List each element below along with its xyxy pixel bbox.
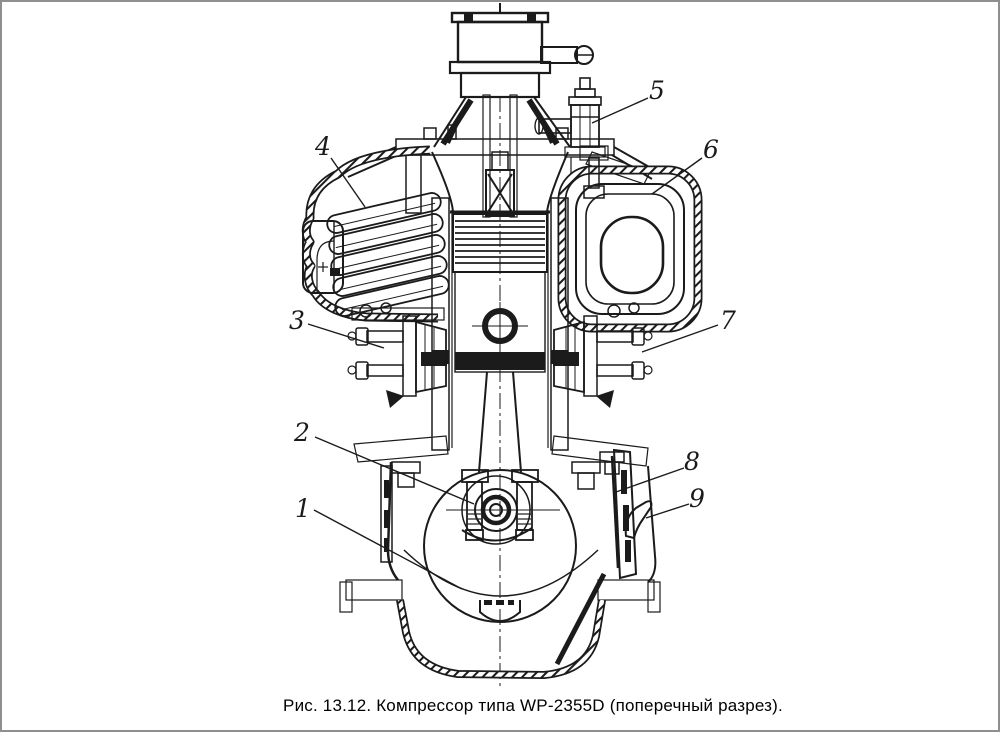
- crankcase: [353, 435, 657, 623]
- flow-arrows: [386, 390, 614, 408]
- valve-assembly-left: [347, 302, 447, 397]
- callout-2: 2: [293, 418, 310, 447]
- inlet-elbow: [302, 220, 344, 294]
- callout-8: 8: [684, 447, 700, 476]
- dipstick: [554, 572, 607, 666]
- connecting-rod-bolt-left: [461, 469, 489, 541]
- suction-valve-block: [485, 151, 515, 217]
- piston: [421, 213, 579, 473]
- oil-sump: [339, 572, 661, 679]
- callouts: 1 2 3 4 5 6 7 8 9: [289, 76, 736, 523]
- callout-5: 5: [649, 76, 665, 105]
- callout-9: 9: [689, 484, 705, 513]
- crankpin-bearing: [446, 475, 560, 545]
- connecting-rod-bolt-right: [511, 469, 539, 541]
- side-cover-left: [380, 465, 393, 563]
- callout-6: 6: [703, 135, 719, 164]
- leader-lines: [307, 97, 719, 590]
- callout-1: 1: [295, 494, 311, 523]
- figure-caption: Рис. 13.12. Компрессор типа WP-2355D (по…: [283, 696, 783, 715]
- suction-chamber: [557, 145, 703, 333]
- callout-3: 3: [289, 306, 305, 335]
- side-cover-right: [612, 448, 638, 580]
- side-fitting: [540, 45, 594, 65]
- callout-7: 7: [720, 306, 736, 335]
- wrist-pin: [472, 302, 528, 352]
- chamber-stud: [579, 145, 609, 199]
- callout-4: 4: [314, 132, 331, 161]
- air-filter-canister: [448, 11, 594, 99]
- oil-filler-lever: [624, 500, 653, 540]
- piston-rings: [455, 220, 545, 264]
- cooling-coil-housing: [301, 145, 450, 323]
- flange-bolts: [391, 451, 625, 490]
- valve-assembly-right: [553, 302, 653, 397]
